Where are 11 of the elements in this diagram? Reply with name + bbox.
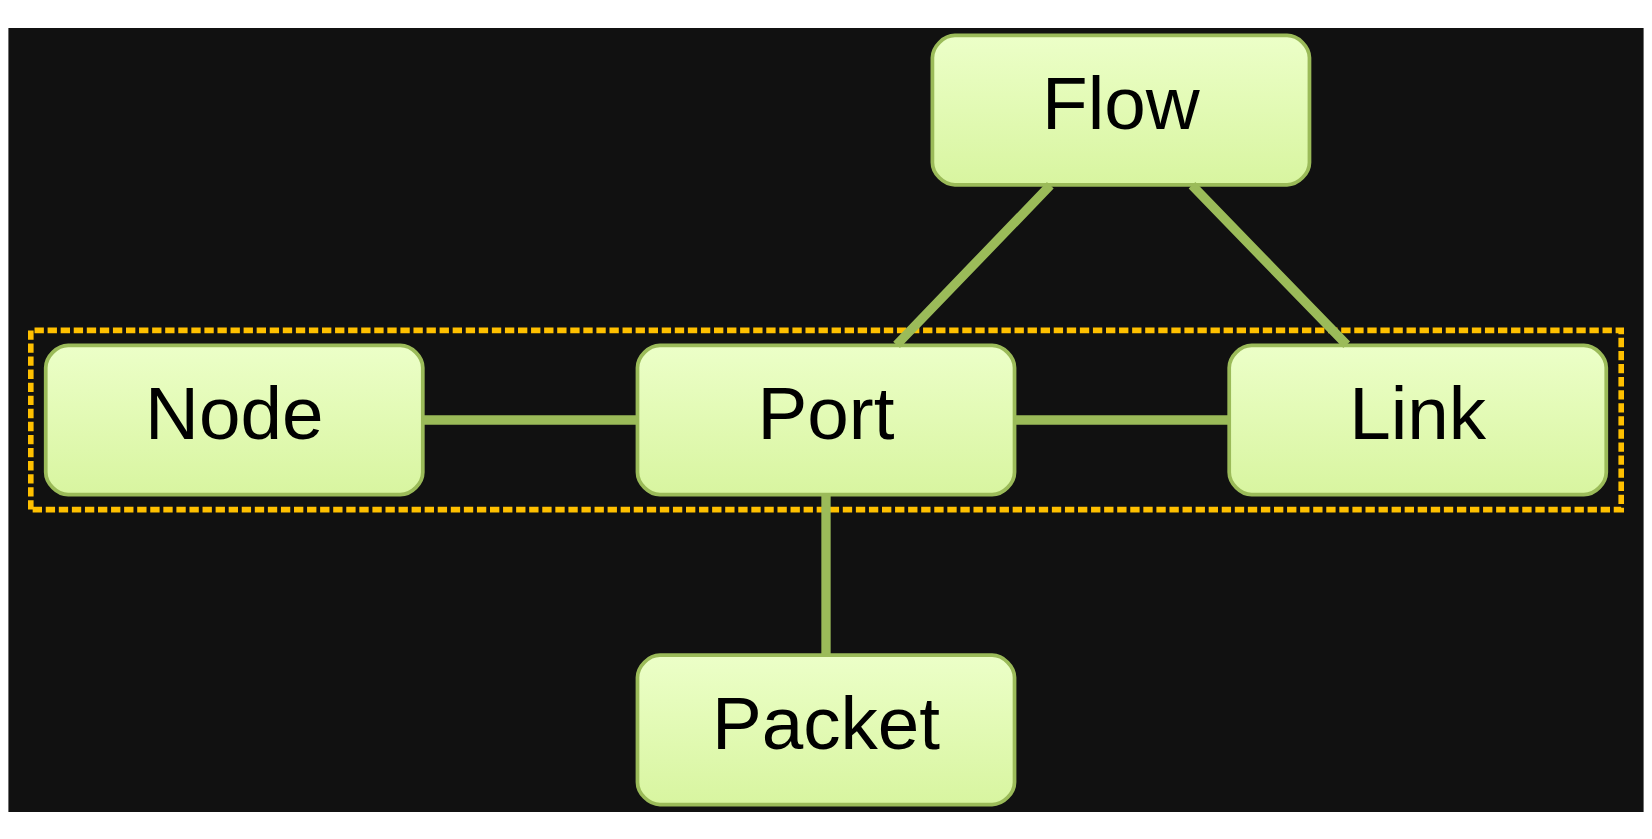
- cluster: [28, 327, 1624, 512]
- connector: [1188, 181, 1351, 348]
- node-box: Flow: [930, 33, 1312, 187]
- connector: [893, 181, 1054, 348]
- node-box: Link: [1227, 342, 1609, 497]
- node-box: Packet: [635, 652, 1017, 806]
- node-box: Node: [43, 342, 425, 497]
- connector: [821, 494, 831, 655]
- connector: [1014, 414, 1229, 425]
- connector: [423, 414, 638, 425]
- node-box: Port: [635, 342, 1017, 497]
